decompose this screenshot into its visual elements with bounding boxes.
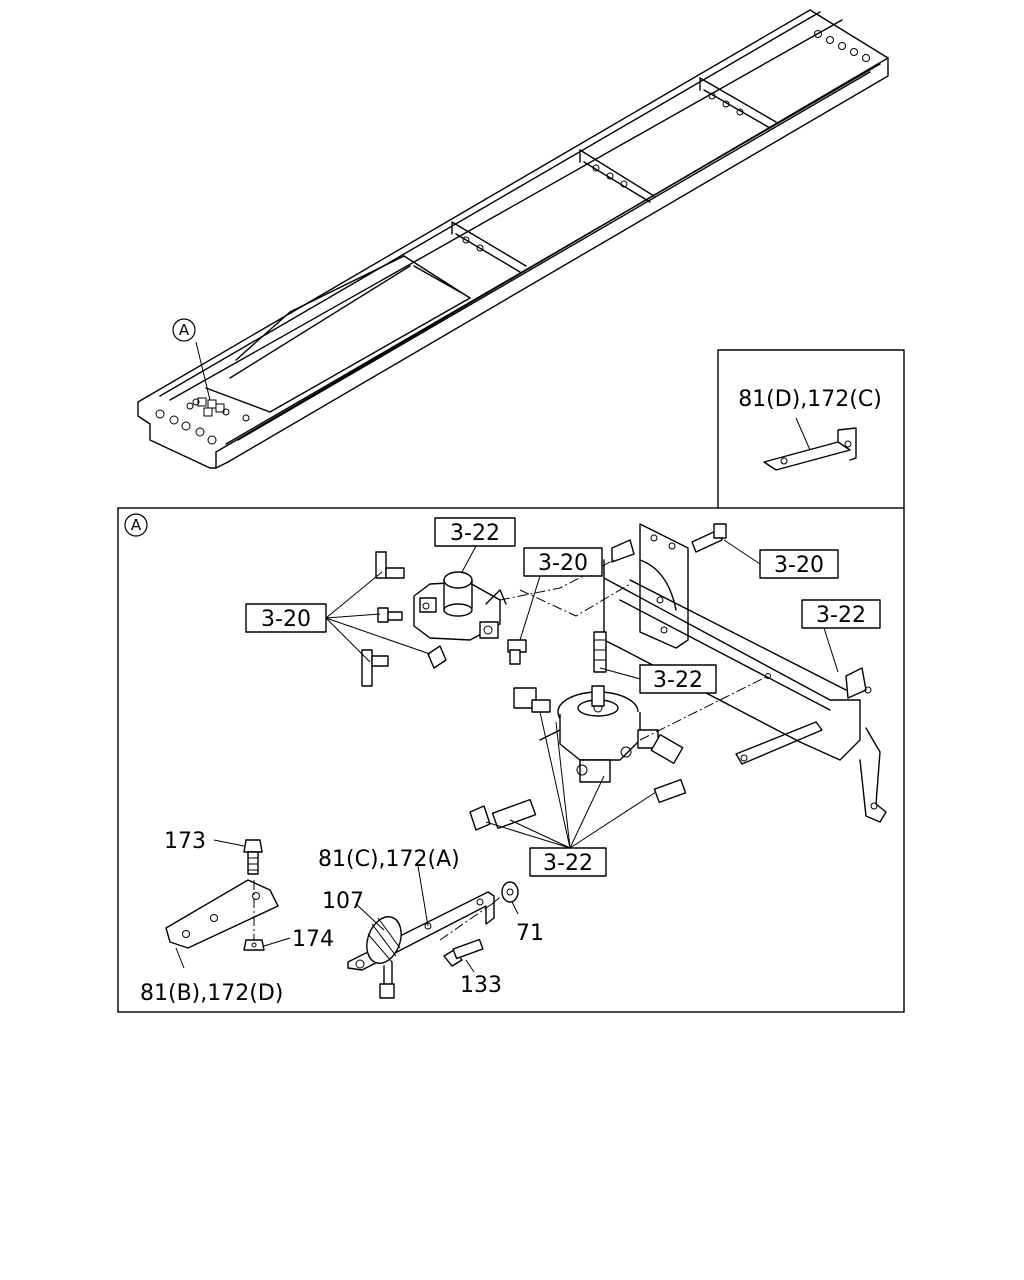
upper-valve bbox=[413, 571, 507, 641]
lower-valve bbox=[539, 685, 659, 783]
ref-box-2[interactable]: 3-20 bbox=[523, 547, 603, 577]
svg-text:3-22: 3-22 bbox=[653, 668, 703, 693]
detail-a-marker: A bbox=[124, 513, 148, 537]
ref-box-4[interactable]: 3-20 bbox=[759, 549, 839, 579]
nut-174 bbox=[243, 939, 265, 951]
bolt-133 bbox=[443, 938, 484, 967]
ref-box-6[interactable]: 3-22 bbox=[639, 664, 717, 694]
svg-text:3-20: 3-20 bbox=[538, 551, 588, 576]
callout-a-marker[interactable]: A bbox=[172, 318, 196, 342]
svg-text:A: A bbox=[179, 321, 190, 339]
bolt-173 bbox=[243, 839, 263, 875]
inset-part-label: 81(D),172(C) bbox=[738, 387, 882, 412]
ref-box-5[interactable]: 3-22 bbox=[801, 599, 881, 629]
nut-71 bbox=[501, 881, 519, 903]
upper-fittings bbox=[361, 551, 527, 687]
inset-box: 81(D),172(C) bbox=[717, 349, 905, 509]
part-label-107: 107 bbox=[322, 889, 364, 914]
svg-text:3-22: 3-22 bbox=[543, 851, 593, 876]
leader-lines bbox=[325, 539, 839, 849]
lower-fittings bbox=[469, 631, 687, 831]
ref-box-7[interactable]: 3-22 bbox=[529, 847, 607, 877]
svg-text:A: A bbox=[131, 516, 142, 534]
bracket-bolt bbox=[691, 523, 727, 553]
part-label-81c: 81(C),172(A) bbox=[318, 847, 460, 872]
bracket-81c bbox=[347, 891, 495, 999]
svg-text:3-22: 3-22 bbox=[450, 521, 500, 546]
ref-box-1[interactable]: 3-22 bbox=[434, 517, 516, 547]
part-leaders bbox=[175, 839, 519, 973]
plate-81b bbox=[165, 879, 279, 949]
ref-box-3[interactable]: 3-20 bbox=[245, 603, 327, 633]
part-label-71: 71 bbox=[516, 921, 544, 946]
detail-box bbox=[117, 507, 905, 1013]
part-label-173: 173 bbox=[164, 829, 206, 854]
mounting-bracket bbox=[603, 523, 887, 823]
svg-text:3-22: 3-22 bbox=[816, 603, 866, 628]
svg-text:3-20: 3-20 bbox=[261, 607, 311, 632]
chassis-frame bbox=[137, 9, 889, 469]
part-label-133: 133 bbox=[460, 973, 502, 998]
part-label-174: 174 bbox=[292, 927, 334, 952]
part-label-81b: 81(B),172(D) bbox=[140, 981, 283, 1006]
svg-text:3-20: 3-20 bbox=[774, 553, 824, 578]
